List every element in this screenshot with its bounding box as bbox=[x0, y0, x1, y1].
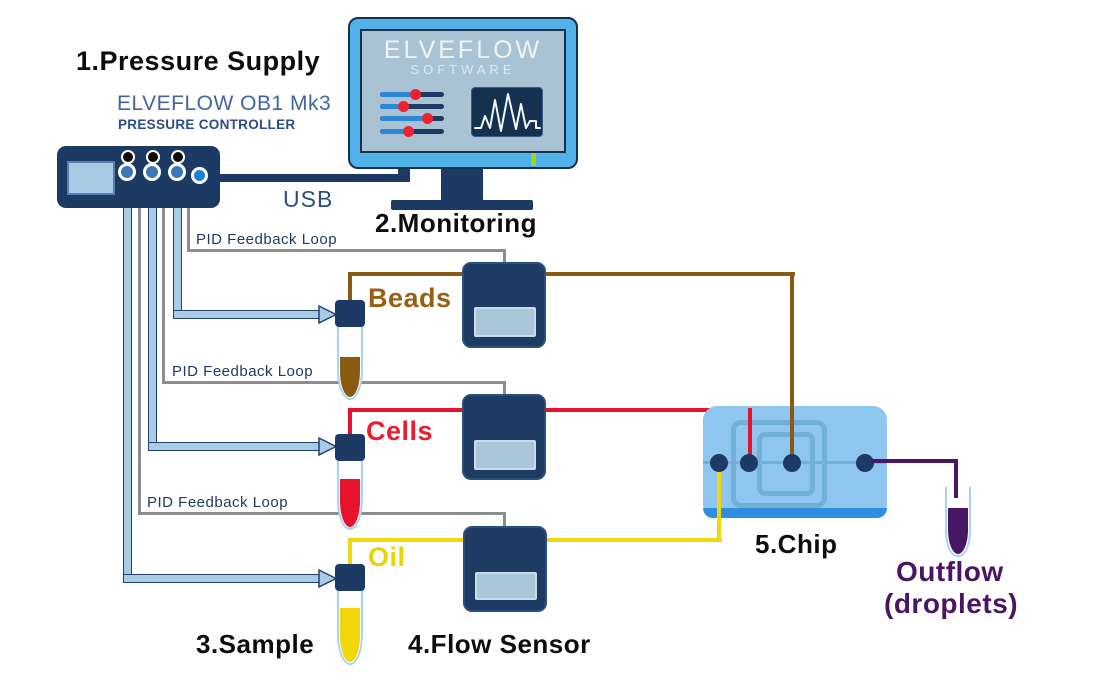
software-subtitle-label: SOFTWARE bbox=[410, 62, 516, 77]
beads-fluid-line bbox=[348, 272, 352, 304]
flow-sensor-2 bbox=[462, 394, 546, 480]
oil-label: Oil bbox=[368, 542, 406, 572]
waveform-panel bbox=[471, 87, 543, 137]
pid-wire-1 bbox=[187, 249, 506, 252]
oil-tube bbox=[337, 590, 363, 665]
software-slider-3[interactable] bbox=[380, 113, 444, 124]
pressure-tube-1 bbox=[123, 574, 321, 583]
cells-fluid-line bbox=[348, 408, 352, 438]
controller-type-label: PRESSURE CONTROLLER bbox=[118, 117, 296, 132]
chip-channel-outline-outer bbox=[731, 420, 827, 508]
outflow-line bbox=[871, 459, 958, 463]
software-slider-2[interactable] bbox=[380, 101, 444, 112]
chip-port-4 bbox=[856, 454, 874, 472]
arrow-icon bbox=[318, 569, 338, 588]
pid-wire-1 bbox=[503, 249, 506, 265]
usb-cable bbox=[220, 174, 410, 182]
pid-wire-2 bbox=[162, 156, 165, 384]
pressure-supply-title: 1.Pressure Supply bbox=[76, 46, 321, 76]
controller-outlet-3 bbox=[168, 163, 186, 181]
usb-port-led bbox=[191, 167, 208, 184]
pressure-tube-3 bbox=[173, 310, 321, 319]
controller-screen bbox=[67, 161, 115, 195]
beads-label: Beads bbox=[368, 283, 452, 313]
flow-sensor-3 bbox=[463, 526, 547, 612]
beads-tube bbox=[337, 326, 363, 400]
controller-port-valve-3 bbox=[171, 150, 185, 164]
cells-liquid bbox=[340, 479, 360, 527]
beads-fluid-line bbox=[790, 272, 794, 462]
flow-sensor-display bbox=[475, 572, 537, 600]
beads-liquid bbox=[340, 357, 360, 397]
controller-outlet-1 bbox=[118, 163, 136, 181]
pid-wire-3 bbox=[503, 512, 506, 530]
cells-fluid-line bbox=[348, 408, 754, 412]
cells-tube-cap bbox=[335, 434, 365, 461]
flow-sensor-1 bbox=[462, 262, 546, 348]
flow-sensor-title: 4.Flow Sensor bbox=[408, 629, 591, 659]
oil-liquid bbox=[340, 608, 360, 662]
flow-sensor-display bbox=[474, 307, 536, 337]
arrow-icon bbox=[318, 437, 338, 456]
arrow-icon bbox=[318, 305, 338, 324]
sample-title: 3.Sample bbox=[196, 629, 315, 659]
pid-feedback-label-2: PID Feedback Loop bbox=[172, 363, 314, 380]
controller-model-label: ELVEFLOW OB1 Mk3 bbox=[117, 92, 332, 115]
cells-label: Cells bbox=[366, 416, 434, 446]
cells-fluid-line bbox=[748, 408, 752, 465]
software-slider-1[interactable] bbox=[380, 89, 444, 100]
chip-port-1 bbox=[710, 454, 728, 472]
chip-title: 5.Chip bbox=[755, 529, 838, 559]
pid-wire-2 bbox=[503, 381, 506, 398]
pid-feedback-label-1: PID Feedback Loop bbox=[196, 231, 338, 248]
slider-handle[interactable] bbox=[422, 113, 433, 124]
chip-port-3 bbox=[783, 454, 801, 472]
beads-tube-cap bbox=[335, 300, 365, 327]
pid-wire-3 bbox=[138, 156, 141, 515]
software-brand-label: ELVEFLOW bbox=[383, 36, 543, 64]
chip-port-2 bbox=[740, 454, 758, 472]
usb-label: USB bbox=[283, 186, 334, 212]
oil-fluid-line bbox=[348, 538, 352, 568]
software-slider-4[interactable] bbox=[380, 126, 444, 137]
controller-port-valve-2 bbox=[146, 150, 160, 164]
chip-bottom-edge bbox=[703, 508, 887, 518]
controller-port-valve-1 bbox=[121, 150, 135, 164]
waveform-icon bbox=[474, 93, 541, 132]
flow-sensor-display bbox=[474, 440, 536, 470]
pid-wire-2 bbox=[162, 381, 506, 384]
monitor-stand bbox=[441, 169, 483, 200]
slider-handle[interactable] bbox=[397, 101, 409, 112]
oil-fluid-line bbox=[717, 466, 721, 542]
oil-tube-cap bbox=[335, 564, 365, 591]
monitor-power-led bbox=[531, 153, 536, 166]
outflow-liquid bbox=[948, 508, 968, 554]
pid-feedback-label-3: PID Feedback Loop bbox=[147, 494, 289, 511]
pid-wire-3 bbox=[138, 512, 506, 515]
cells-tube bbox=[337, 460, 363, 530]
beads-fluid-line bbox=[348, 272, 795, 276]
outflow-title: Outflow bbox=[896, 556, 1004, 587]
pressure-tube-2 bbox=[148, 442, 321, 451]
slider-handle[interactable] bbox=[410, 89, 422, 100]
slider-handle[interactable] bbox=[403, 126, 415, 137]
monitor-base bbox=[391, 200, 533, 210]
controller-outlet-2 bbox=[143, 163, 161, 181]
pressure-tube-1 bbox=[123, 176, 132, 582]
outflow-subtitle: (droplets) bbox=[884, 588, 1019, 619]
outflow-line bbox=[954, 459, 958, 498]
pressure-tube-2 bbox=[148, 176, 157, 450]
monitoring-title: 2.Monitoring bbox=[375, 208, 537, 238]
chip-channel-outline-inner bbox=[757, 432, 815, 496]
